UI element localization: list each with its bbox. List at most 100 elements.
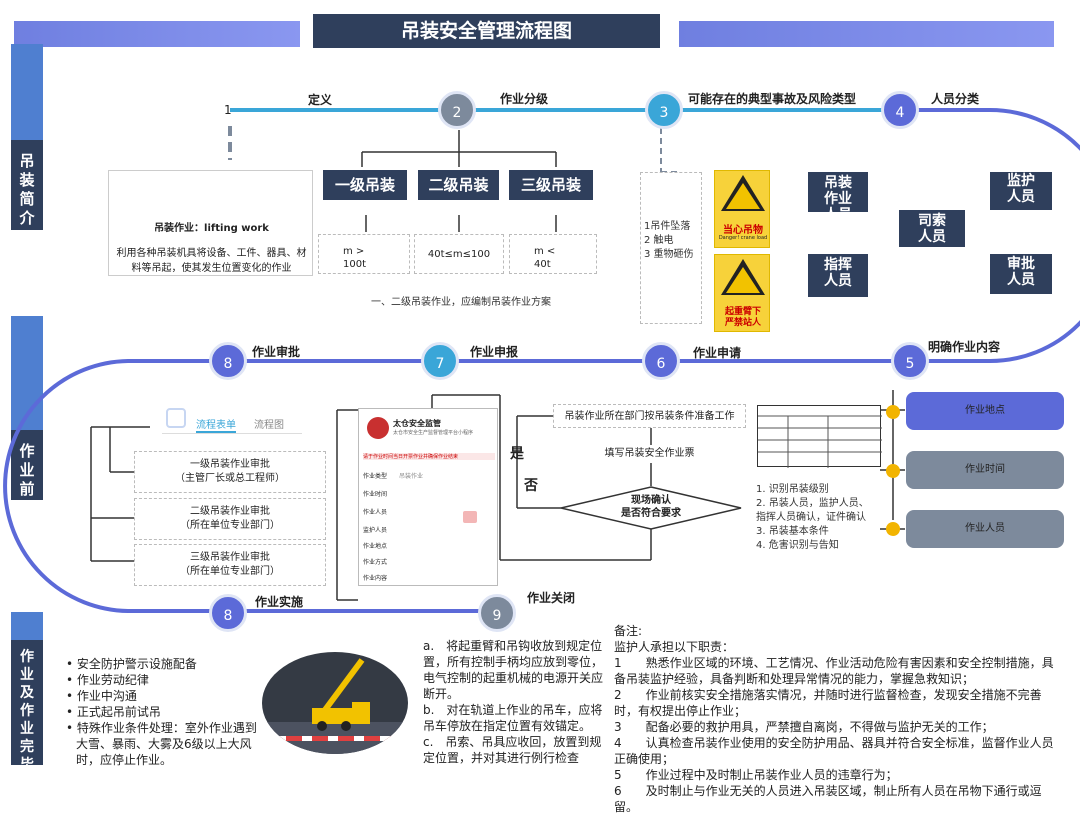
levels-note: 一、二级吊装作业，应编制吊装作业方案 <box>371 297 551 308</box>
sidebar-label-during: 作业及作业完毕 <box>20 649 34 773</box>
person-approver: 审批人员 <box>990 254 1052 294</box>
form-notice: 请于作业时间当日开票作业并确保作业结束 <box>363 453 495 460</box>
warning-load-sub: Danger! crane load <box>718 235 768 241</box>
sidebar-accent-1 <box>11 44 43 150</box>
level-3-box: 三级吊装 <box>509 170 593 200</box>
top-accent-bar-right <box>679 21 1054 47</box>
form-field-4: 监护人员 <box>363 527 388 534</box>
warning-boom-title: 起重臂下严禁站人 <box>724 307 761 328</box>
online-form: 太仓安全监管 太仓市安全生产监督管理平台小程序 请于作业时间当日开票作业并确保作… <box>358 408 498 586</box>
content-step-4: 4. 危害识别与告知 <box>756 540 839 551</box>
apply-no: 否 <box>524 478 538 494</box>
sidebar-section-before <box>11 430 43 500</box>
definition-term: 吊装作业：lifting work <box>154 223 269 234</box>
top-accent-bar-left <box>14 21 300 47</box>
sidebar-accent-2 <box>11 316 43 446</box>
level-1-range-text: m > 100t <box>343 246 367 270</box>
notes-block: 备注: 监护人承担以下职责： 1 熟悉作业区域的环境、工艺情况、作业活动危险有害… <box>614 623 1064 815</box>
risk-item-2: 2 触电 <box>644 235 674 246</box>
step-1-label: 定义 <box>308 93 333 107</box>
step-4-label: 人员分类 <box>931 92 980 106</box>
person-commander: 指挥人员 <box>808 254 868 297</box>
implement-item-4: • 正式起吊前试吊 <box>66 705 161 719</box>
sidebar-section-intro <box>11 140 43 230</box>
permit-thumbnail <box>757 405 882 468</box>
step-6-circle: 6 <box>642 342 680 380</box>
sidebar-label-before: 作业前 <box>19 442 35 498</box>
content-item-time: 作业时间 <box>906 451 1064 489</box>
risk-item-1: 1吊件坠落 <box>644 221 691 232</box>
step-1-number: 1 <box>224 103 232 117</box>
level-1-box: 一级吊装 <box>323 170 407 200</box>
content-step-2: 2. 吊装人员，监护人员、指挥人员确认，证件确认 <box>756 498 869 523</box>
form-logo-icon <box>367 417 389 439</box>
notes-item-3: 3 配备必要的救护用具，严禁擅自离岗，不得做与监护无关的工作； <box>614 720 994 734</box>
step-5-label: 明确作业内容 <box>928 340 1001 354</box>
form-field-6: 作业方式 <box>363 559 388 566</box>
step-5-circle: 5 <box>891 342 929 380</box>
step-4-circle: 4 <box>881 91 919 129</box>
form-red-marker <box>463 511 477 523</box>
approval-item-1: 一级吊装作业审批 （主管厂长或总工程师） <box>134 451 326 493</box>
apply-step-1: 吊装作业所在部门按吊装条件准备工作 <box>553 404 746 428</box>
content-dot-3 <box>886 522 900 536</box>
closing-item-b: b. 对在轨道上作业的吊车，应将吊车停放在指定位置有效锚定。 <box>423 703 603 733</box>
definition-desc: 利用各种吊装机具将设备、工件、器具、材料等吊起，使其发生位置变化的作业 <box>116 248 307 274</box>
sidebar-label-intro: 吊装简介 <box>19 152 35 227</box>
closing-list: a. 将起重臂和吊钩收放到规定位置，所有控制手柄均应放到零位，电气控制的起重机械… <box>423 638 605 766</box>
form-header: 太仓安全监管 <box>393 419 441 428</box>
implement-item-2: • 作业劳动纪律 <box>66 673 149 687</box>
content-step-1: 1. 识别吊装级别 <box>756 484 829 495</box>
level-1-range: m > 100t <box>318 234 410 274</box>
warning-triangle-inner <box>726 183 760 209</box>
apply-check-line2: 是否符合要求 <box>621 508 681 519</box>
approval-tabs: 流程表单 流程图 <box>162 408 302 434</box>
form-field-3: 作业人员 <box>363 509 388 516</box>
notes-item-2: 2 作业前核实安全措施落实情况，并随时进行监督检查，发现安全措施不完善时，有权提… <box>614 688 1042 718</box>
step-3-label: 可能存在的典型事故及风险类型 <box>688 92 857 106</box>
crane-illustration <box>262 652 408 754</box>
level-2-range-text: 40t≤m≤100 <box>427 249 491 260</box>
notes-item-1: 1 熟悉作业区域的环境、工艺情况、作业活动危险有害因素和安全控制措施，具备吊装监… <box>614 656 1054 686</box>
form-field-2: 作业时间 <box>363 491 388 498</box>
form-subheader: 太仓市安全生产监督管理平台小程序 <box>393 430 474 436</box>
risk-list-box: 1吊件坠落 2 触电 3 重物砸伤 <box>640 172 702 324</box>
approval-item-1-sub: （主管厂长或总工程师） <box>175 473 285 484</box>
warning-triangle-inner-2 <box>726 267 760 293</box>
person-lifting-operator: 吊装作业人员 <box>808 172 868 223</box>
content-steps-box: 1. 识别吊装级别 2. 吊装人员，监护人员、指挥人员确认，证件确认 3. 吊装… <box>752 477 880 563</box>
apply-step-2: 填写吊装安全作业票 <box>553 445 746 463</box>
apply-check-line1: 现场确认 <box>631 495 671 506</box>
approval-item-1-title: 一级吊装作业审批 <box>190 459 270 470</box>
step-8-implement-label: 作业实施 <box>255 595 304 609</box>
approval-item-3-title: 三级吊装作业审批 <box>190 552 270 563</box>
crane-icon <box>262 658 408 754</box>
level-3-range: m < 40t <box>509 234 597 274</box>
definition-box: 吊装作业：lifting work 利用各种吊装机具将设备、工件、器具、材料等吊… <box>108 170 313 276</box>
implement-item-3: • 作业中沟通 <box>66 689 137 703</box>
step-8-implement-circle: 8 <box>209 594 247 632</box>
step-3-circle: 3 <box>645 91 683 129</box>
approval-tab-icon <box>166 408 186 428</box>
content-step-3: 3. 吊装基本条件 <box>756 526 829 537</box>
notes-item-5: 5 作业过程中及时制止吊装作业人员的违章行为； <box>614 768 898 782</box>
step-9-label: 作业关闭 <box>527 591 576 605</box>
approval-item-2: 二级吊装作业审批 （所在单位专业部门） <box>134 498 326 540</box>
form-field-1: 作业类型 <box>363 473 388 480</box>
closing-item-c: c. 吊索、吊具应收回，放置到规定位置，并对其进行例行检查 <box>423 735 602 765</box>
page-title: 吊装安全管理流程图 <box>313 14 660 48</box>
approval-item-2-sub: （所在单位专业部门） <box>180 520 280 531</box>
notes-item-4: 4 认真检查吊装作业使用的安全防护用品、器具并符合安全标准，监督作业人员正确使用… <box>614 736 1054 766</box>
form-field-1-value: 吊装作业 <box>399 473 424 480</box>
approval-tab-form[interactable]: 流程表单 <box>196 416 236 433</box>
person-rigger: 司索人员 <box>899 210 965 247</box>
approval-tab-chart[interactable]: 流程图 <box>254 420 284 431</box>
step-6-label: 作业申请 <box>693 346 742 360</box>
notes-item-6: 6 及时制止与作业无关的人员进入吊装区域，制止所有人员在吊物下通行或逗留。 <box>614 784 1042 814</box>
warning-load-title: 当心吊物 <box>723 225 763 236</box>
level-3-range-text: m < 40t <box>534 246 556 270</box>
apply-yes: 是 <box>510 446 524 462</box>
step-7-label: 作业申报 <box>470 345 519 359</box>
content-dot-1 <box>886 405 900 419</box>
